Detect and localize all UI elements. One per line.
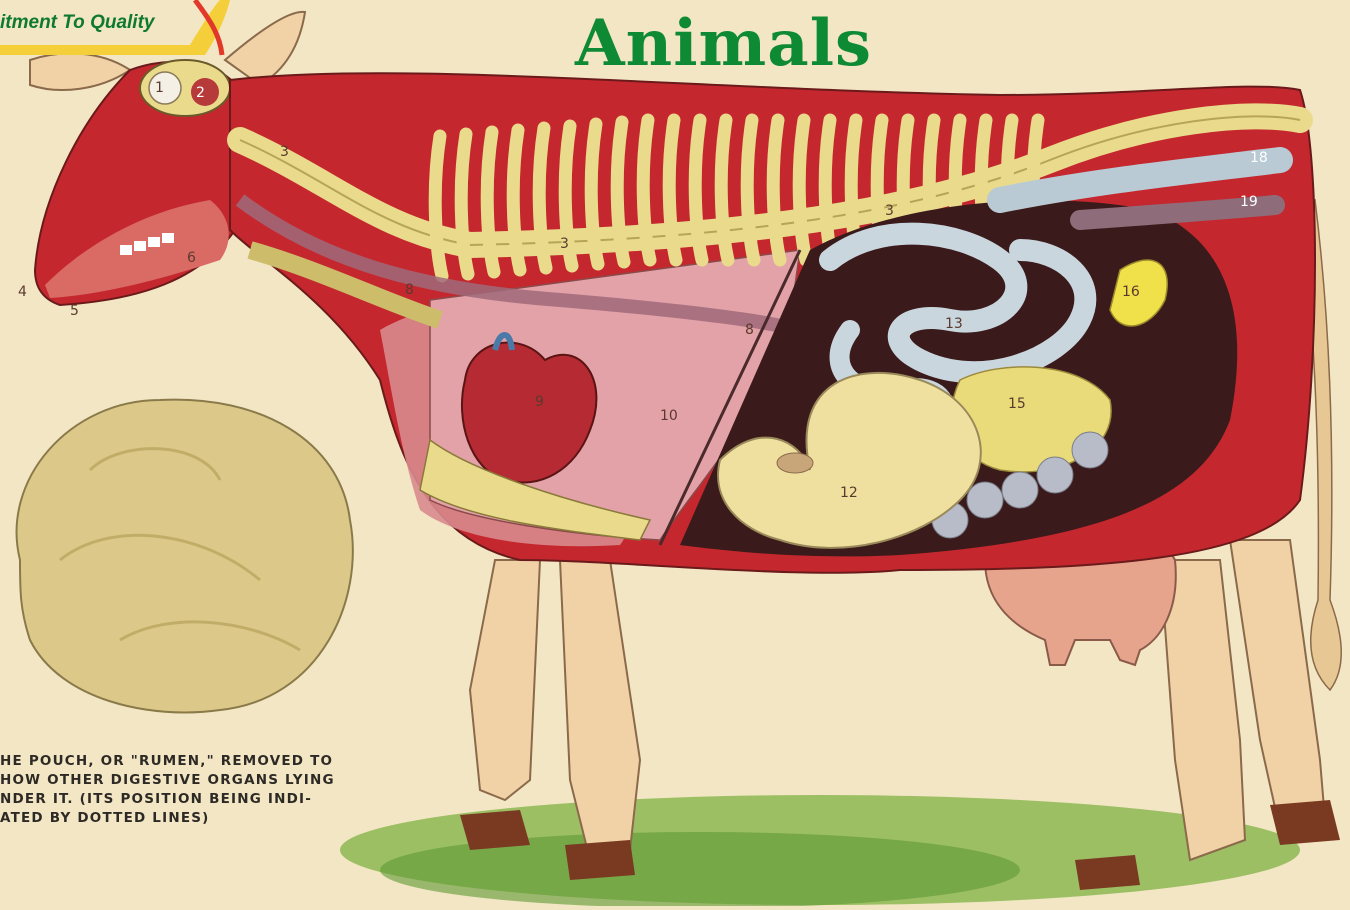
cow-head	[35, 60, 247, 305]
label-16: 16	[1122, 284, 1140, 300]
rib	[461, 134, 468, 274]
rib	[617, 122, 624, 262]
label-9: 9	[535, 394, 544, 410]
label-1: 1	[155, 80, 164, 96]
label-15: 15	[1008, 396, 1026, 412]
label-3b: 3	[560, 236, 569, 252]
rib	[721, 120, 728, 260]
label-3a: 3	[280, 144, 289, 160]
rib	[747, 120, 754, 260]
label-18: 18	[1250, 150, 1268, 166]
label-3c: 3	[885, 203, 894, 219]
grass	[340, 795, 1300, 906]
label-8a: 8	[405, 282, 414, 298]
label-5: 5	[70, 303, 79, 319]
rib	[513, 130, 520, 270]
rib	[825, 120, 832, 260]
rib	[591, 124, 598, 264]
rib	[643, 120, 650, 260]
brand-tagline: itment To Quality	[0, 12, 154, 34]
label-10: 10	[660, 408, 678, 424]
rib	[435, 136, 442, 276]
label-8b: 8	[745, 322, 754, 338]
page-title: Animals	[575, 6, 872, 81]
rib	[487, 132, 494, 272]
rib	[695, 120, 702, 260]
label-19: 19	[1240, 194, 1258, 210]
rib	[669, 120, 676, 260]
label-13: 13	[945, 316, 963, 332]
label-4: 4	[18, 284, 27, 300]
rumen-caption: HE POUCH, OR "RUMEN," REMOVED TO HOW OTH…	[0, 752, 340, 828]
label-6: 6	[187, 250, 196, 266]
label-12: 12	[840, 485, 858, 501]
rumen-pouch	[17, 400, 353, 713]
rib	[799, 120, 806, 260]
rib	[539, 128, 546, 268]
rib	[773, 120, 780, 260]
label-2: 2	[196, 85, 205, 101]
